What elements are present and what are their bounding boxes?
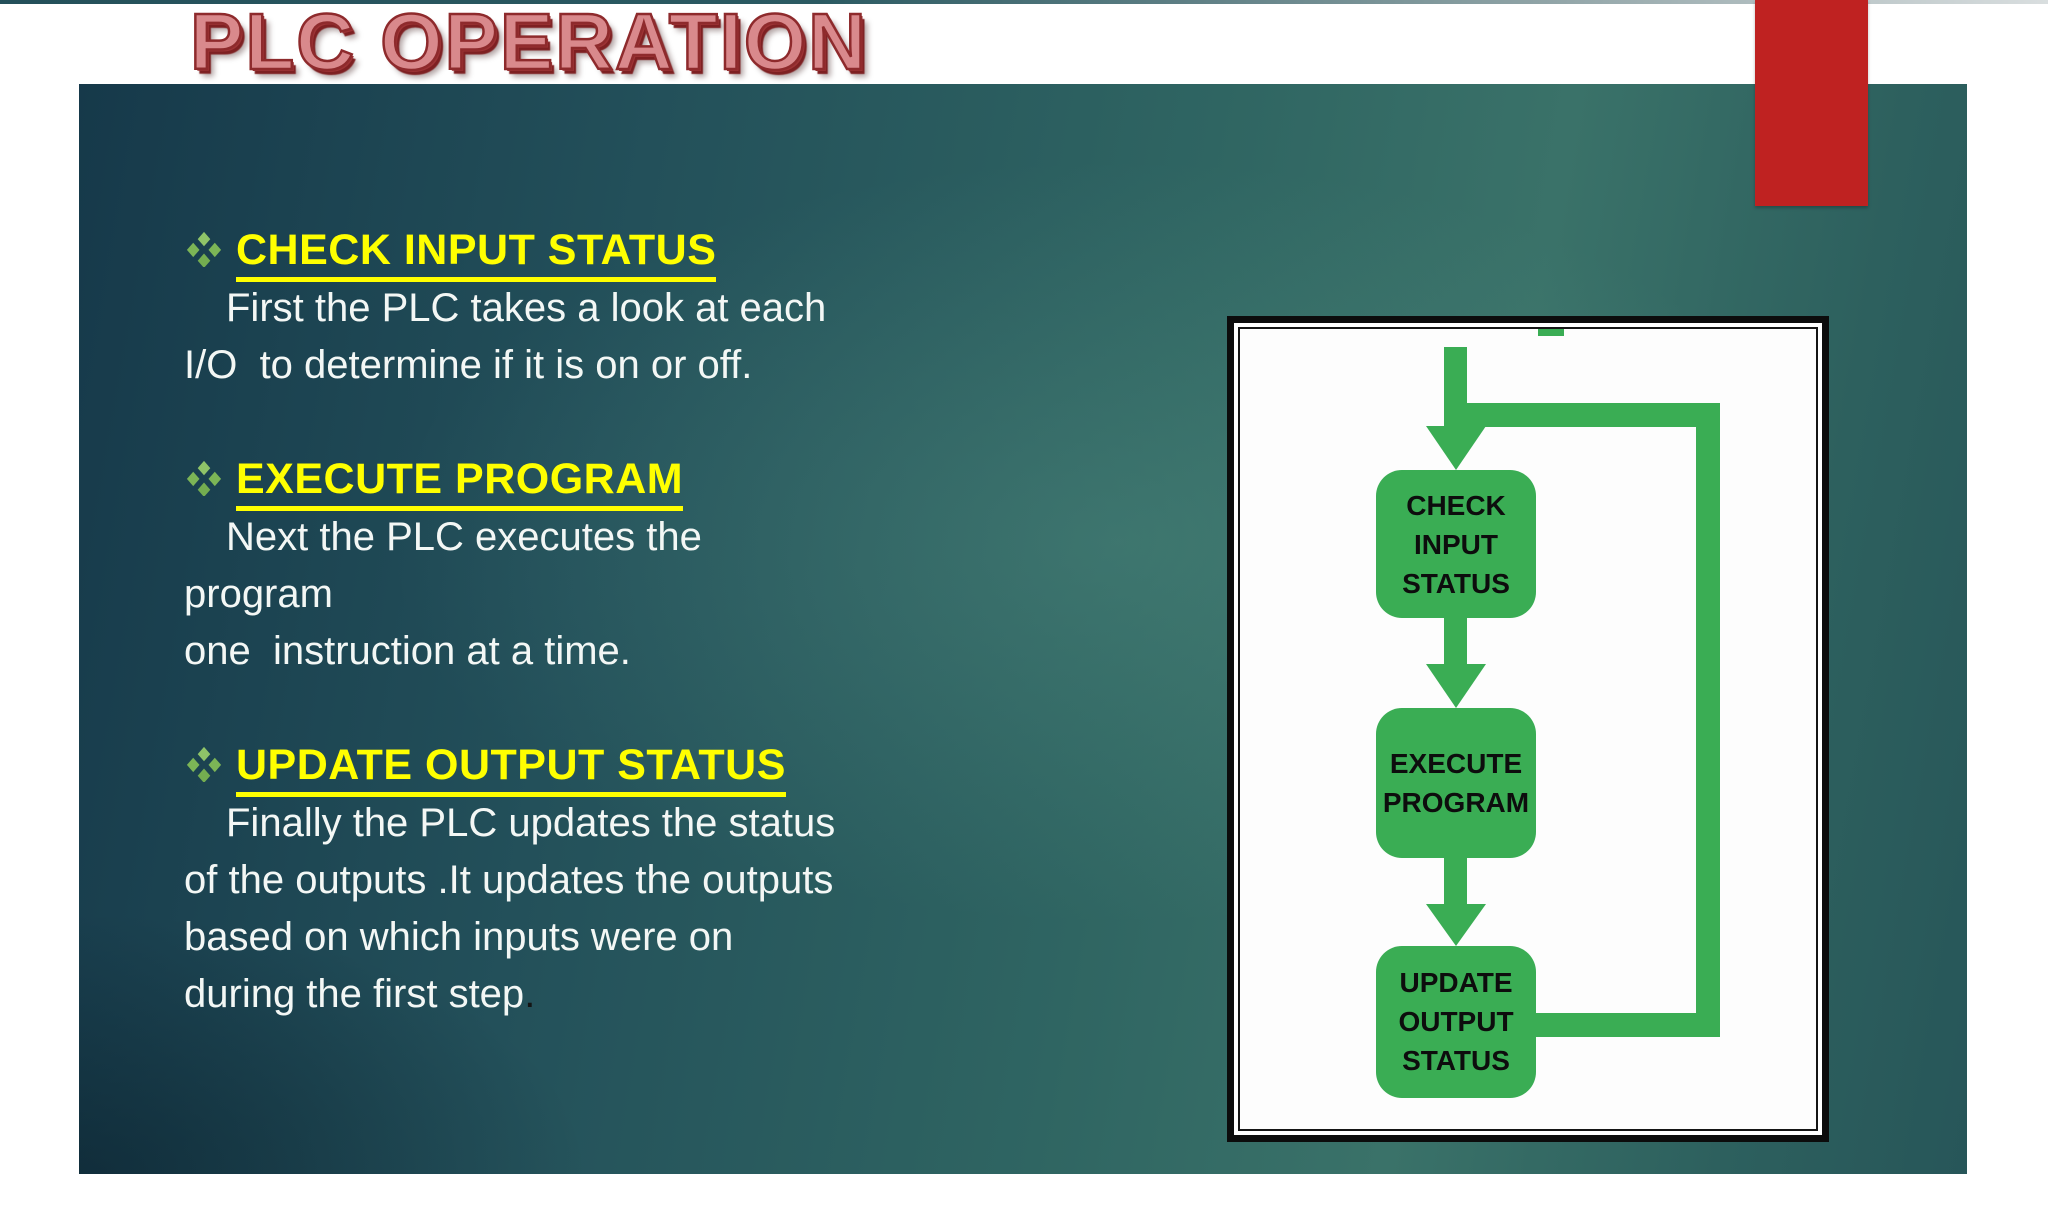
entry-arrowhead-icon: [1426, 426, 1486, 470]
body-line: during the first step.: [184, 966, 1064, 1023]
body-line-text: during the first step: [184, 972, 525, 1016]
dark-period: .: [524, 972, 536, 1016]
bullet-diamond-icon: [186, 460, 222, 496]
flow-box-label-line: PROGRAM: [1383, 787, 1529, 818]
arrow-line-1-2: [1444, 618, 1467, 668]
loop-line-right: [1696, 403, 1720, 1037]
flowchart-svg: CHECK INPUT STATUS EXECUTE PROGRAM UPDAT…: [1376, 329, 1720, 1098]
section-heading-row: UPDATE OUTPUT STATUS: [184, 737, 1064, 797]
flowchart-inner-border: CHECK INPUT STATUS EXECUTE PROGRAM UPDAT…: [1238, 327, 1818, 1131]
body-line: program: [184, 572, 333, 616]
loop-line-top: [1444, 403, 1720, 427]
slide-canvas: CHECK INPUT STATUS First the PLC takes a…: [79, 84, 1967, 1174]
section-heading-row: CHECK INPUT STATUS: [184, 222, 1064, 282]
top-edge-strip: [0, 0, 2048, 4]
section-execute-program: EXECUTE PROGRAM Next the PLC executes th…: [184, 451, 1064, 680]
body-line: one instruction at a time.: [184, 629, 631, 673]
text-column: CHECK INPUT STATUS First the PLC takes a…: [184, 222, 1064, 1023]
body-line: Next the PLC executes the: [226, 515, 702, 559]
flow-box-check-input-status: [1376, 470, 1536, 618]
flow-box-label-line: UPDATE: [1399, 967, 1512, 998]
section-heading-row: EXECUTE PROGRAM: [184, 451, 1064, 511]
bullet-diamond-icon: [186, 746, 222, 782]
flow-box-label-line: OUTPUT: [1398, 1006, 1513, 1037]
flow-box-label-line: CHECK: [1406, 490, 1506, 521]
arrow-line-2-3: [1444, 858, 1467, 908]
flow-box-label-line: STATUS: [1402, 1045, 1510, 1076]
top-dash-mark: [1538, 329, 1564, 336]
arrowhead-1-2-icon: [1426, 664, 1486, 708]
section-update-output-status: UPDATE OUTPUT STATUS Finally the PLC upd…: [184, 737, 1064, 1023]
body-line: I/O to determine if it is on or off.: [184, 343, 753, 387]
flow-box-update-output-status: [1376, 946, 1536, 1098]
flowchart-frame: CHECK INPUT STATUS EXECUTE PROGRAM UPDAT…: [1227, 316, 1829, 1142]
section-heading: EXECUTE PROGRAM: [236, 455, 684, 511]
body-line: based on which inputs were on: [184, 915, 734, 959]
section-heading: CHECK INPUT STATUS: [236, 226, 717, 282]
loop-line-bottom: [1534, 1013, 1720, 1037]
flow-box-label-line: EXECUTE: [1390, 748, 1522, 779]
body-line: of the outputs .It updates the outputs: [184, 858, 834, 902]
body-line: First the PLC takes a look at each: [226, 286, 827, 330]
flow-box-label-line: STATUS: [1402, 568, 1510, 599]
page-title: PLC OPERATION: [189, 0, 868, 86]
flow-box-execute-program: [1376, 708, 1536, 858]
body-line: Finally the PLC updates the status: [226, 801, 836, 845]
section-check-input-status: CHECK INPUT STATUS First the PLC takes a…: [184, 222, 1064, 394]
bullet-diamond-icon: [186, 231, 222, 267]
arrowhead-2-3-icon: [1426, 904, 1486, 946]
section-heading: UPDATE OUTPUT STATUS: [236, 741, 786, 797]
red-accent-bar: [1755, 0, 1868, 206]
flow-box-label-line: INPUT: [1414, 529, 1498, 560]
